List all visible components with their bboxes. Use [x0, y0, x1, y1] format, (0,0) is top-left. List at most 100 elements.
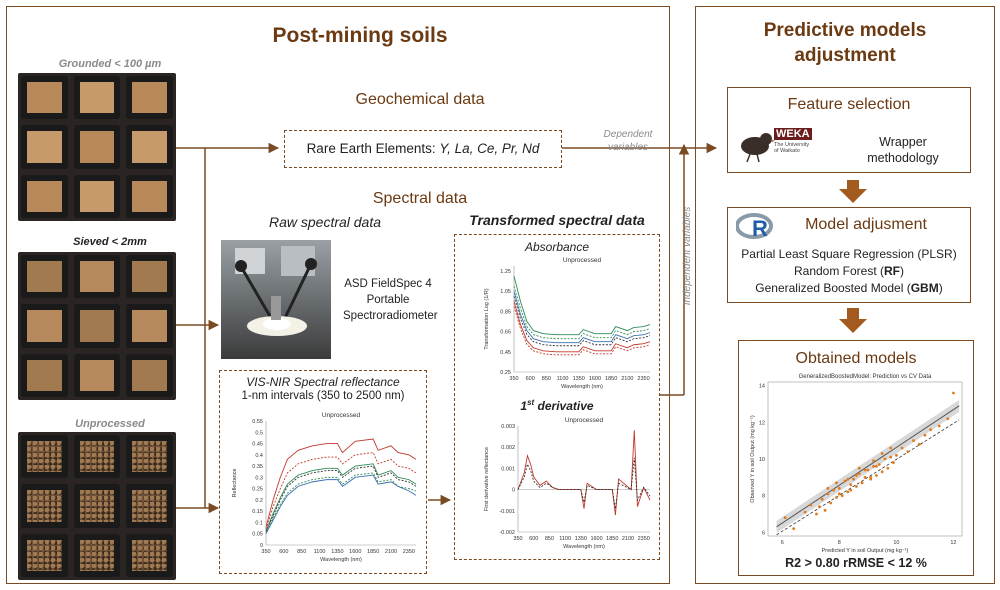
geochemical-title: Geochemical data: [355, 91, 485, 108]
derivative-title-num: 1: [520, 399, 528, 413]
scatter-point: [840, 494, 844, 498]
post-mining-title: Post-mining soils: [272, 24, 448, 47]
x-tick-label: 1350: [575, 536, 587, 542]
soil-tray: [21, 125, 68, 169]
scatter-point: [872, 459, 875, 463]
spectral-title: Spectral data: [372, 190, 468, 207]
r-logo-text: R: [752, 216, 768, 241]
soil-tray: [126, 174, 173, 218]
ree-label-prefix: Rare Earth Elements:: [306, 141, 440, 156]
chart-title: Unprocessed: [563, 257, 602, 264]
model-rf-bold: RF: [884, 264, 901, 278]
x-tick-label: 350: [509, 376, 518, 382]
x-tick-label: 850: [297, 549, 306, 555]
soil-tray: [73, 174, 121, 218]
scatter-point: [815, 512, 818, 516]
series-line: [265, 465, 417, 532]
model-gbm-text: Generalized Boosted Model (: [755, 281, 911, 295]
scatter-point: [846, 477, 850, 481]
transformed-spectral-title: Transformed spectral data: [469, 212, 645, 228]
scatter-point: [886, 466, 890, 470]
soil-tray: [21, 435, 68, 479]
y-tick-label: 0.001: [501, 466, 515, 472]
scatter-point: [863, 468, 867, 472]
soil-tray: [73, 353, 121, 397]
series-line: [265, 438, 417, 528]
x-axis-label: Predicted Y in soil Output (mg kg⁻¹): [822, 548, 909, 554]
scatter-point: [837, 492, 841, 496]
derivative-title-suffix: st: [527, 398, 535, 407]
scatter-point: [946, 417, 950, 421]
dependent-label: Dependent variables: [603, 129, 653, 153]
x-tick-label: 1100: [557, 376, 569, 382]
y-tick-label: 0.15: [252, 509, 263, 515]
y-tick-label: 0.2: [255, 498, 263, 504]
soil-tray: [21, 76, 68, 120]
y-axis-label: First derivative reflectance: [484, 447, 490, 511]
x-tick-label: 1100: [559, 536, 571, 542]
scatter-point: [855, 474, 858, 477]
soil-tray: [126, 255, 173, 299]
x-tick-label: 12: [950, 540, 956, 546]
y-tick-label: 0.25: [500, 370, 511, 376]
y-tick-label: 0.05: [252, 532, 263, 538]
x-tick-label: 10: [893, 540, 899, 546]
y-tick-label: 0.003: [501, 424, 515, 430]
y-tick-label: 0.85: [500, 309, 511, 315]
soil-tray: [21, 304, 68, 348]
r-logo-icon: R: [735, 212, 776, 242]
x-tick-label: 850: [545, 536, 554, 542]
y-tick-label: 0.45: [500, 350, 511, 356]
post-mining-panel: [6, 6, 670, 584]
series-line: [513, 301, 651, 353]
scatter-point: [849, 483, 853, 487]
scatter-chart: GeneralizedBoostedModel: Prediction vs C…: [746, 370, 970, 554]
model-adjustment-title: Model adjusment: [805, 216, 927, 233]
scatter-point: [849, 488, 853, 492]
identity-line: [776, 419, 960, 536]
arrow-down-1-stem: [847, 180, 859, 190]
scatter-point: [937, 424, 941, 428]
x-tick-label: 2350: [638, 536, 650, 542]
scatter-point: [823, 508, 827, 512]
scatter-point: [835, 496, 838, 499]
ree-elements: Y, La, Ce, Pr, Nd: [439, 141, 540, 156]
scatter-point: [900, 446, 904, 450]
series-line: [265, 463, 417, 532]
arrow-down-2: [839, 319, 867, 333]
soil-tray: [21, 353, 68, 397]
y-tick-label: -0.001: [499, 509, 515, 515]
absorbance-title: Absorbance: [524, 240, 590, 254]
transformed-box: [454, 234, 660, 560]
x-tick-label: 600: [529, 536, 538, 542]
scatter-point: [860, 481, 864, 485]
scatter-point: [912, 439, 915, 443]
soil-tray: [73, 304, 121, 348]
scatter-point: [820, 497, 824, 501]
x-tick-label: 2350: [403, 549, 415, 555]
x-tick-label: 350: [513, 536, 522, 542]
x-tick-label: 2350: [637, 376, 649, 382]
feature-selection-box: [727, 87, 971, 173]
scatter-point: [906, 450, 910, 454]
x-tick-label: 6: [781, 540, 784, 546]
scatter-point: [783, 516, 787, 520]
scatter-point: [894, 453, 898, 457]
scatter-point: [892, 461, 895, 465]
chart-title: Unprocessed: [322, 412, 361, 419]
chart-title: Unprocessed: [565, 417, 604, 424]
soil-tray: [126, 484, 173, 528]
x-axis-label: Wavelength (nm): [563, 544, 605, 550]
y-tick-label: 1.25: [500, 269, 511, 275]
ree-box: [284, 130, 562, 168]
y-tick-label: -0.002: [499, 530, 515, 536]
x-tick-label: 1350: [573, 376, 585, 382]
y-tick-label: 0.002: [501, 445, 515, 451]
unprocessed-label: Unprocessed: [75, 418, 145, 430]
weka-logo: WEKA The University of Waikato: [735, 122, 815, 166]
scatter-point: [923, 433, 927, 437]
scatter-point: [866, 468, 870, 472]
device-label: ASD FieldSpec 4 Portable Spectroradiomet…: [343, 278, 438, 322]
y-tick-label: 0: [512, 488, 515, 494]
